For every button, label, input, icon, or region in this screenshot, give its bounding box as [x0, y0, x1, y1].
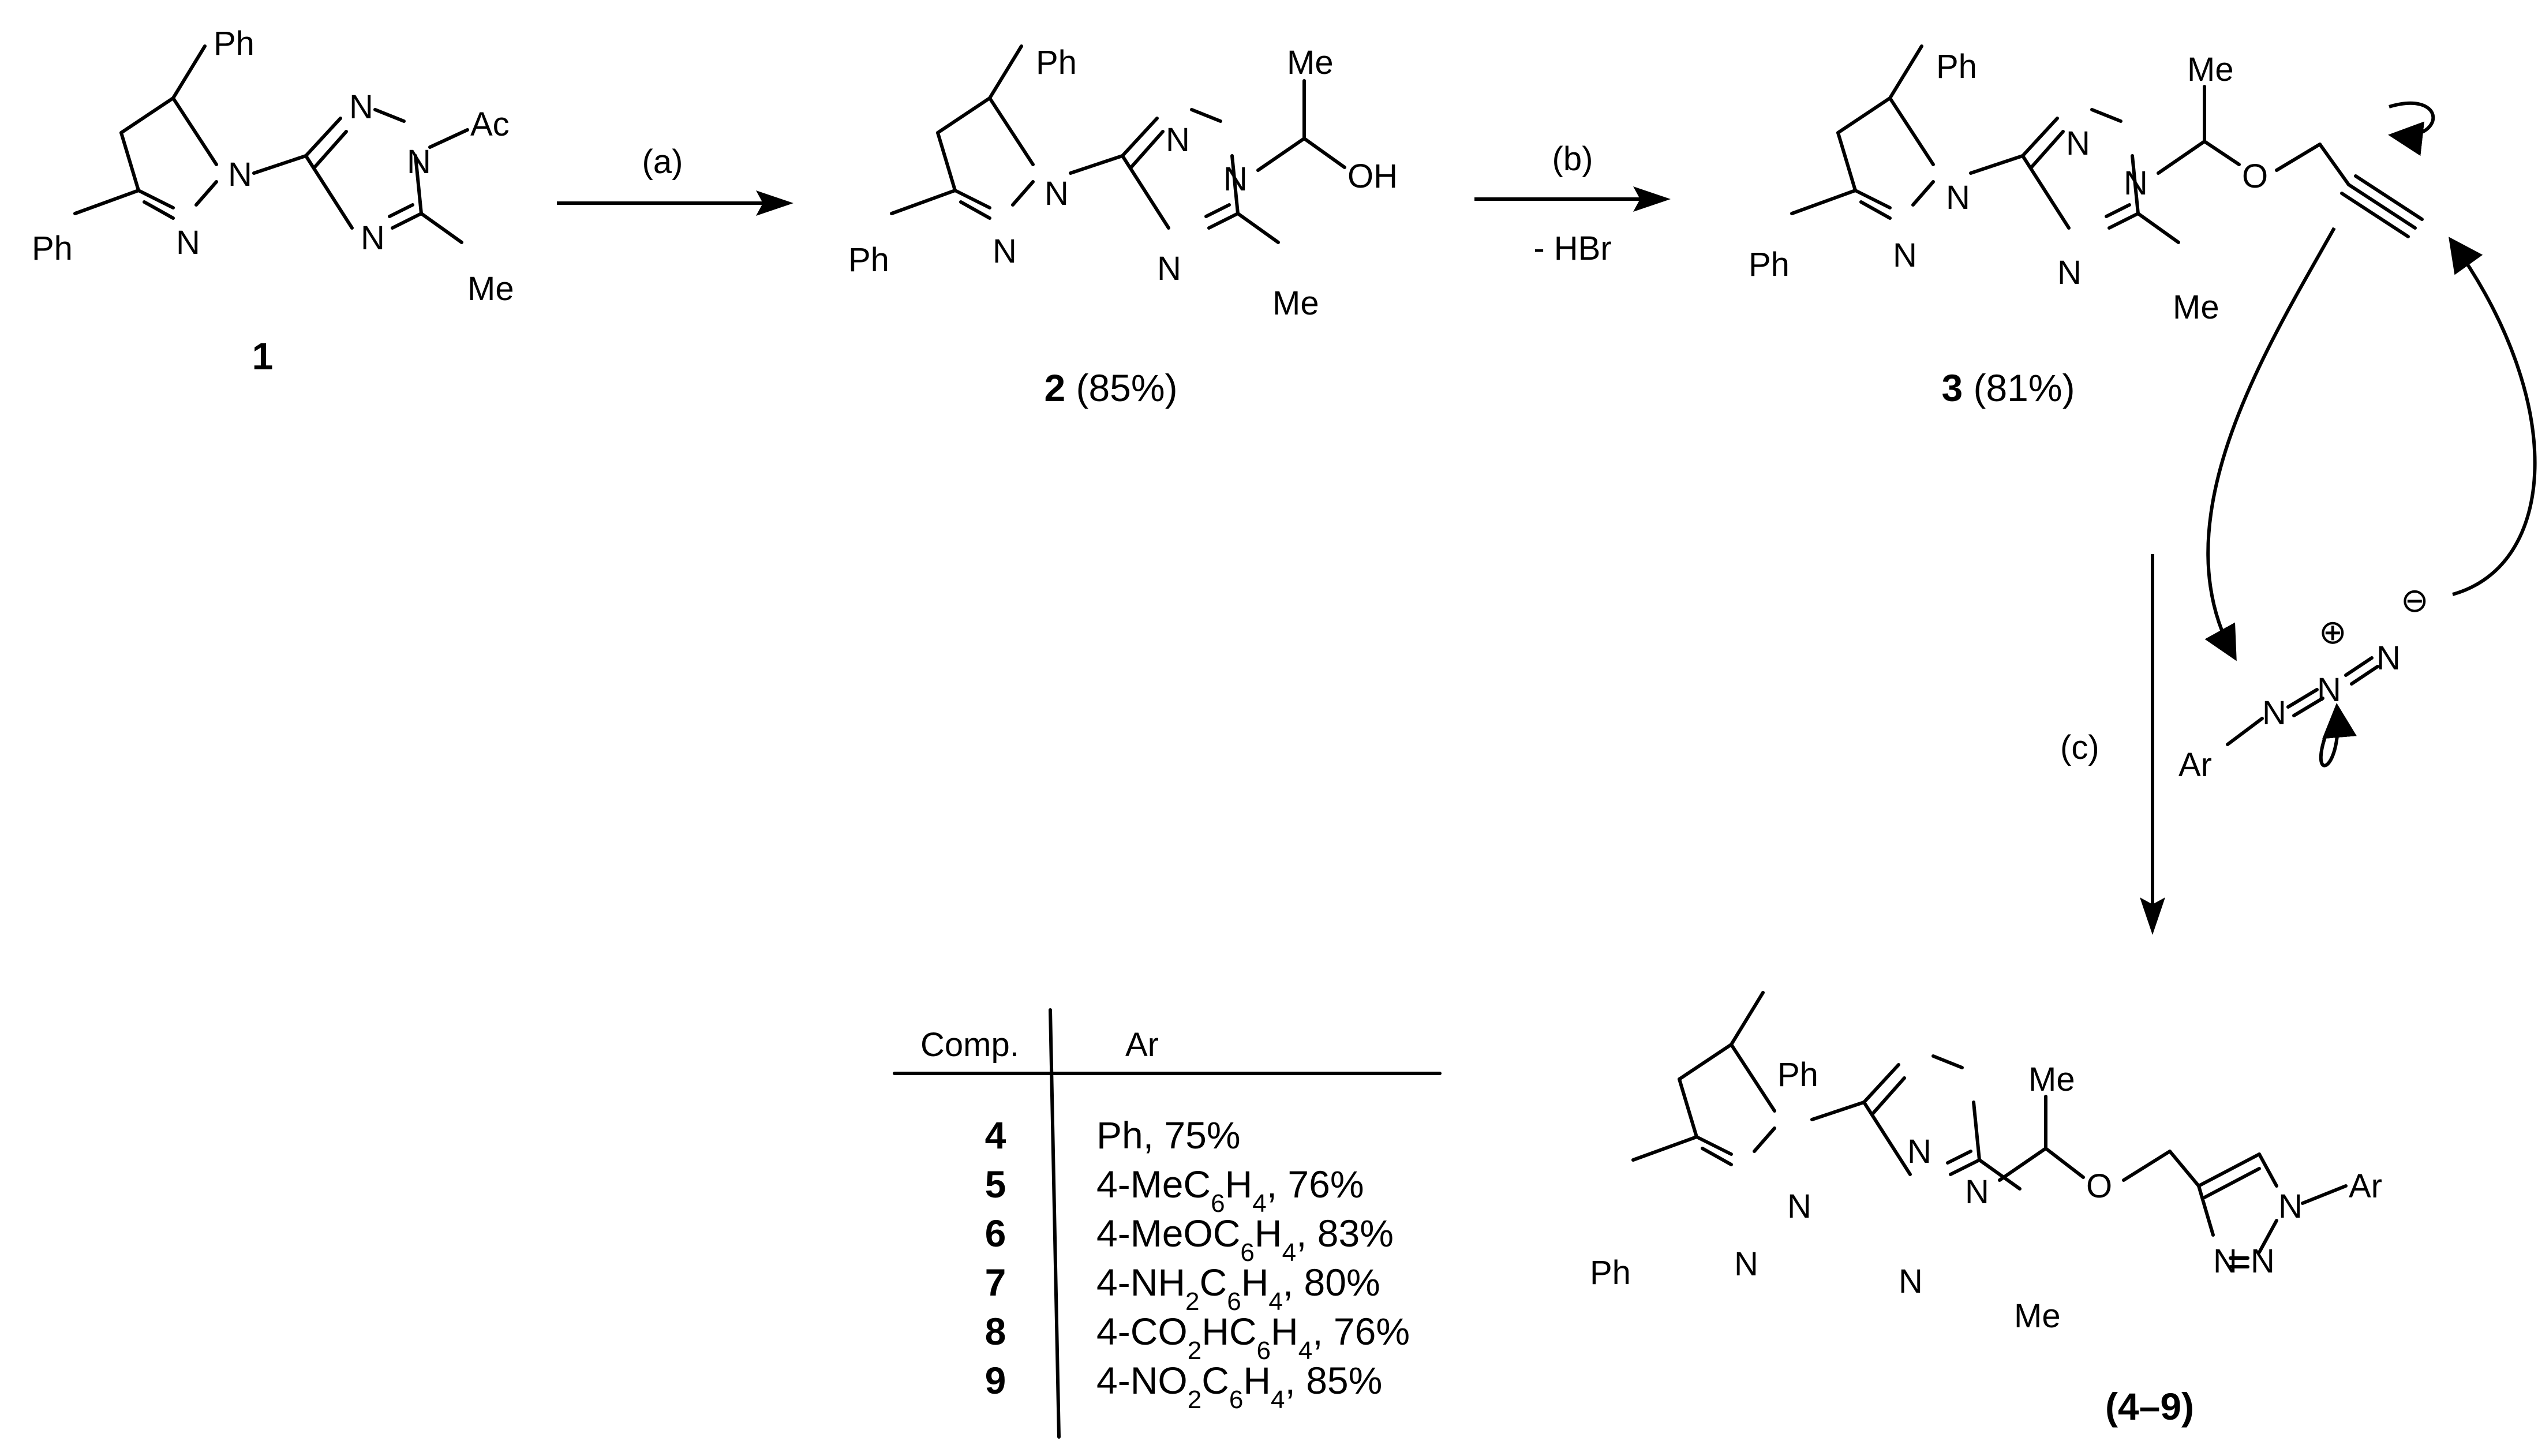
table-header-ar: Ar: [1125, 1026, 1159, 1064]
atom-label: N: [2251, 1242, 2275, 1280]
atom-label: Me: [1287, 44, 1334, 81]
atom-label: Ph: [32, 230, 73, 267]
atom-label: Ph: [1036, 44, 1077, 81]
table-cell-ar: 4-NO2C6H4, 85%: [1096, 1359, 1382, 1414]
atom-label: Ar: [2178, 746, 2212, 784]
atom-label: N: [407, 143, 431, 181]
atom-label: N: [2278, 1188, 2303, 1225]
atom-label: N: [1946, 179, 1970, 216]
atom-label: N: [1899, 1263, 1923, 1300]
atom-label: Ph: [1777, 1056, 1818, 1094]
atom-label: Ac: [470, 106, 510, 143]
table-cell-ar: Ph, 75%: [1096, 1114, 1241, 1156]
atom-label: N: [993, 233, 1017, 270]
atom-label: N: [1045, 175, 1069, 212]
atom-label: N: [2376, 639, 2401, 677]
compound-number: 1: [252, 335, 274, 377]
aryl-azide: Ar N N N ⊕ ⊖: [2178, 582, 2429, 784]
atom-label: Me: [2187, 51, 2234, 88]
table-rows: 4 Ph, 75% 5 4-MeC6H4, 76% 6 4-MeOC6H4, 83% 7 4-…: [985, 1114, 1410, 1414]
atom-label: N: [349, 88, 373, 126]
compound-2: Ph Ph N N N N N Me Me OH 2 (85%): [848, 44, 1398, 409]
table-cell-comp: 5: [985, 1163, 1006, 1206]
atom-label: N: [361, 219, 385, 257]
product-4-9: Ph Ph N N N N N Me Me O N N N Ar (4–9): [1590, 993, 2382, 1428]
table-row: 9 4-NO2C6H4, 85%: [985, 1359, 1383, 1414]
compound-caption: 2 (85%): [1044, 366, 1177, 409]
table-cell-comp: 9: [985, 1359, 1006, 1402]
table-cell-comp: 8: [985, 1310, 1006, 1353]
atom-label: Me: [2014, 1297, 2061, 1335]
atom-label: N: [1893, 237, 1917, 274]
atom-label: Ph: [1936, 48, 1977, 85]
atom-label: N: [1787, 1188, 1811, 1225]
atom-label: Me: [2173, 289, 2219, 326]
atom-label: Ph: [214, 25, 254, 62]
atom-label: OH: [1347, 158, 1398, 195]
table-cell-ar: 4-NH2C6H4, 80%: [1096, 1261, 1380, 1316]
table-row: 4 Ph, 75%: [985, 1114, 1241, 1156]
table-cell-ar: 4-MeOC6H4, 83%: [1096, 1212, 1394, 1267]
atom-label: N: [2057, 254, 2082, 291]
table-row: 8 4-CO2HC6H4, 76%: [985, 1310, 1410, 1365]
step-label: (c): [2060, 729, 2099, 766]
atom-label: Ph: [1749, 246, 1790, 283]
atom-label: Me: [2028, 1061, 2075, 1098]
mechanism-arrows: [2204, 227, 2537, 768]
atom-label: Ph: [1590, 1254, 1631, 1292]
substituent-table: Comp. Ar 4 Ph, 75% 5 4-MeC6H4, 76% 6 4-MeOC6H…: [893, 1008, 1442, 1439]
step-label: (a): [642, 143, 683, 181]
atom-label: Me: [1272, 285, 1319, 322]
arrow-step-b: (b) - HBr: [1474, 140, 1671, 267]
step-label: (b): [1552, 140, 1593, 178]
atom-label: N: [2066, 125, 2090, 162]
arrow-step-c: (c): [2060, 554, 2165, 935]
atom-label: Ph: [848, 241, 889, 279]
table-cell-comp: 4: [985, 1114, 1006, 1156]
step-byproduct: - HBr: [1533, 230, 1611, 267]
charge-minus: ⊖: [2401, 582, 2429, 619]
atom-label: N: [228, 156, 252, 193]
table-header-comp: Comp.: [920, 1026, 1019, 1064]
atom-label: N: [176, 224, 200, 261]
atom-label: N: [1734, 1245, 1758, 1283]
compound-1: Ph Ph N N N N N Me Ac 1: [32, 25, 514, 377]
compound-caption: (4–9): [2105, 1385, 2194, 1428]
table-cell-comp: 7: [985, 1261, 1006, 1304]
charge-plus: ⊕: [2319, 613, 2347, 651]
compound-3: Ph Ph N N N N N Me Me O 3 (81%): [1749, 46, 2435, 409]
atom-label: O: [2086, 1167, 2112, 1205]
atom-label: N: [2213, 1242, 2237, 1280]
table-cell-ar: 4-MeC6H4, 76%: [1096, 1163, 1364, 1218]
atom-label: Ar: [2349, 1167, 2382, 1205]
table-cell-ar: 4-CO2HC6H4, 76%: [1096, 1310, 1410, 1365]
atom-label: N: [2262, 694, 2286, 732]
table-row: 5 4-MeC6H4, 76%: [985, 1163, 1364, 1218]
atom-label: N: [1157, 250, 1181, 287]
atom-label: N: [1965, 1173, 1989, 1211]
table-cell-comp: 6: [985, 1212, 1006, 1255]
arrow-step-a: (a): [557, 143, 793, 216]
atom-label: Me: [467, 270, 514, 308]
atom-label: N: [1166, 121, 1190, 159]
atom-label: N: [1907, 1133, 1931, 1170]
table-row: 7 4-NH2C6H4, 80%: [985, 1261, 1380, 1316]
atom-label: O: [2242, 158, 2268, 195]
atom-label: N: [2124, 164, 2148, 202]
compound-caption: 3 (81%): [1941, 366, 2075, 409]
atom-label: N: [1223, 160, 1248, 198]
table-row: 6 4-MeOC6H4, 83%: [985, 1212, 1394, 1267]
atom-label: N: [2317, 671, 2341, 709]
